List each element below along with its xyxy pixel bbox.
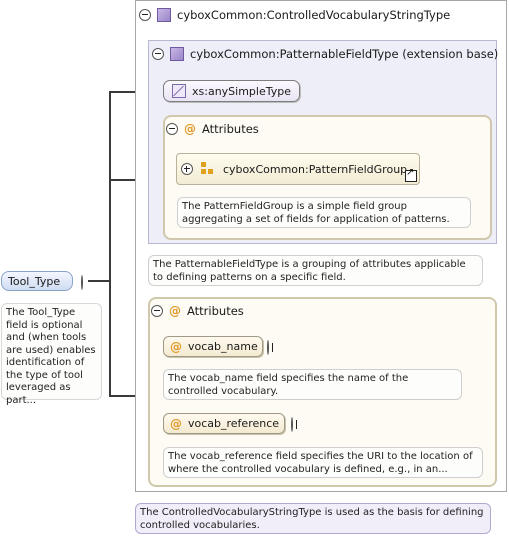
minus-toggle-icon[interactable] xyxy=(166,123,178,135)
plus-toggle-icon[interactable] xyxy=(267,340,269,355)
vocab-reference-label: vocab_reference xyxy=(188,417,280,430)
pattern-field-group-label: cyboxCommon:PatternFieldGroup xyxy=(223,162,408,176)
any-simple-type-node[interactable]: xs:anySimpleType xyxy=(163,80,300,102)
complex-type-icon xyxy=(157,8,171,22)
vocab-name-label: vocab_name xyxy=(188,340,258,353)
tool-type-element[interactable]: Tool_Type xyxy=(1,271,73,291)
vocab-name-doc: The vocab_name field specifies the name … xyxy=(163,369,462,400)
tool-type-label: Tool_Type xyxy=(8,274,61,288)
pattern-field-group-doc: The PatternFieldGroup is a simple field … xyxy=(177,197,471,228)
inner-attributes-header[interactable]: @ Attributes xyxy=(166,122,259,136)
attribute-icon: @ xyxy=(169,304,181,318)
minus-toggle-icon[interactable] xyxy=(151,305,163,317)
plus-toggle-icon[interactable] xyxy=(291,417,293,432)
plus-toggle-icon[interactable] xyxy=(181,163,193,175)
inner-attributes-label: Attributes xyxy=(202,122,259,136)
attribute-icon: @ xyxy=(170,339,182,354)
root-type-label: cyboxCommon:ControlledVocabularyStringTy… xyxy=(177,8,451,22)
pattern-field-group-node[interactable]: cyboxCommon:PatternFieldGroup xyxy=(176,153,420,185)
root-type-doc: The ControlledVocabularyStringType is us… xyxy=(135,503,491,534)
vocab-reference-attribute[interactable]: @ vocab_reference xyxy=(163,413,285,434)
outer-attributes-header[interactable]: @ Attributes xyxy=(151,304,244,318)
complex-type-icon xyxy=(170,47,184,61)
minus-toggle-icon[interactable] xyxy=(152,48,164,60)
tool-type-doc: The Tool_Type field is optional and (whe… xyxy=(1,303,102,406)
vocab-reference-doc: The vocab_reference field specifies the … xyxy=(163,447,483,478)
simple-type-label: xs:anySimpleType xyxy=(192,84,291,98)
simple-type-icon xyxy=(172,84,186,98)
vocab-name-attribute[interactable]: @ vocab_name xyxy=(163,336,263,357)
attribute-group-icon xyxy=(201,162,215,176)
outer-attributes-label: Attributes xyxy=(187,304,244,318)
attribute-icon: @ xyxy=(184,122,196,136)
extension-label: cyboxCommon:PatternableFieldType (extens… xyxy=(190,47,499,61)
attribute-icon: @ xyxy=(170,416,182,431)
minus-toggle-icon[interactable] xyxy=(139,9,151,21)
extension-doc: The PatternableFieldType is a grouping o… xyxy=(148,255,483,286)
link-arrow-icon[interactable] xyxy=(405,167,417,182)
extension-header[interactable]: cyboxCommon:PatternableFieldType (extens… xyxy=(152,47,498,61)
root-type-header[interactable]: cyboxCommon:ControlledVocabularyStringTy… xyxy=(139,8,450,22)
minus-toggle-icon[interactable] xyxy=(81,275,83,290)
